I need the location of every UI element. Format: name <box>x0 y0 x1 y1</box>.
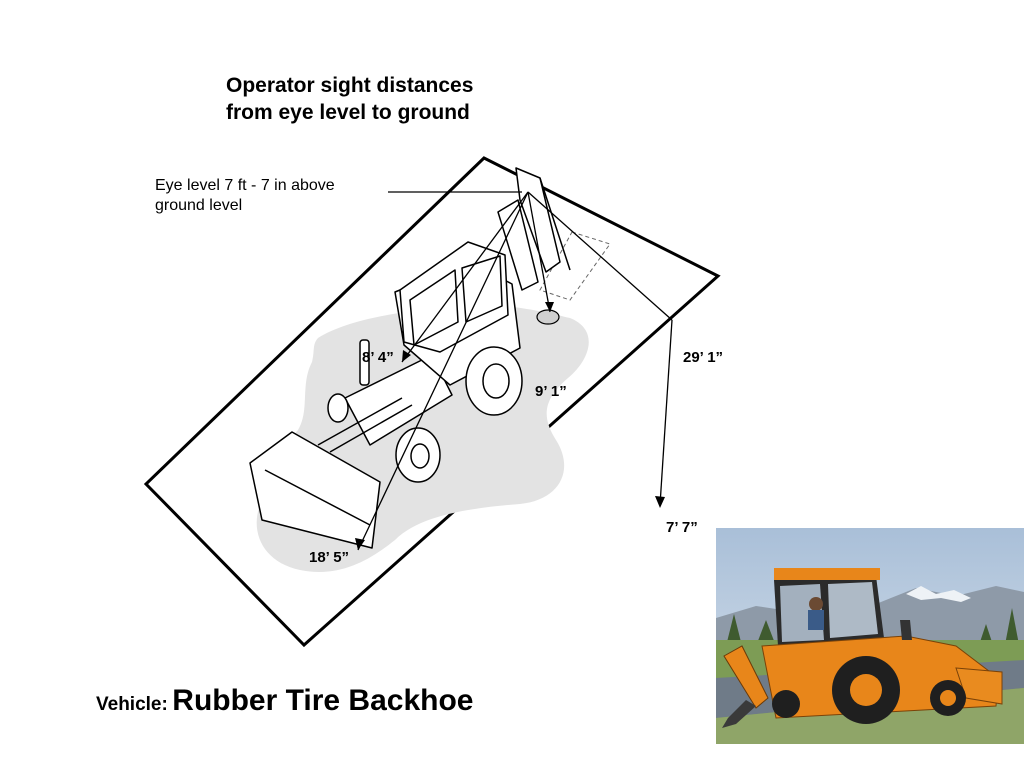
dimension-eye-height-label: 7’ 7” <box>666 519 698 536</box>
dimension-rear-label: 29’ 1” <box>683 349 724 366</box>
vehicle-name: Rubber Tire Backhoe <box>172 684 474 717</box>
title-line-2: from eye level to ground <box>226 101 470 124</box>
dimension-front-left-label: 8’ 4” <box>362 349 394 366</box>
dimension-front-label: 18’ 5” <box>309 549 350 566</box>
vehicle-caption: Vehicle: Rubber Tire Backhoe <box>96 684 473 718</box>
eye-level-annotation: Eye level 7 ft - 7 in above ground level <box>155 176 395 216</box>
sight-line-arrowheads <box>355 302 665 550</box>
sight-lines <box>357 191 673 551</box>
title-line-1: Operator sight distances <box>226 74 474 97</box>
photo-backhoe-machine <box>722 568 1003 728</box>
eye-point-ground-marker <box>536 309 560 325</box>
eye-level-line-1: Eye level 7 ft - 7 in above <box>155 177 335 194</box>
rear-bucket-dashed-outline <box>539 231 611 301</box>
diagram-title: Operator sight distances from eye level … <box>226 72 586 126</box>
eye-level-line-2: ground level <box>155 197 243 214</box>
vehicle-prefix: Vehicle: <box>96 694 168 715</box>
backhoe-photo <box>716 528 1024 744</box>
ground-area-outline <box>143 156 721 648</box>
dimension-side-label: 9’ 1” <box>535 383 567 400</box>
